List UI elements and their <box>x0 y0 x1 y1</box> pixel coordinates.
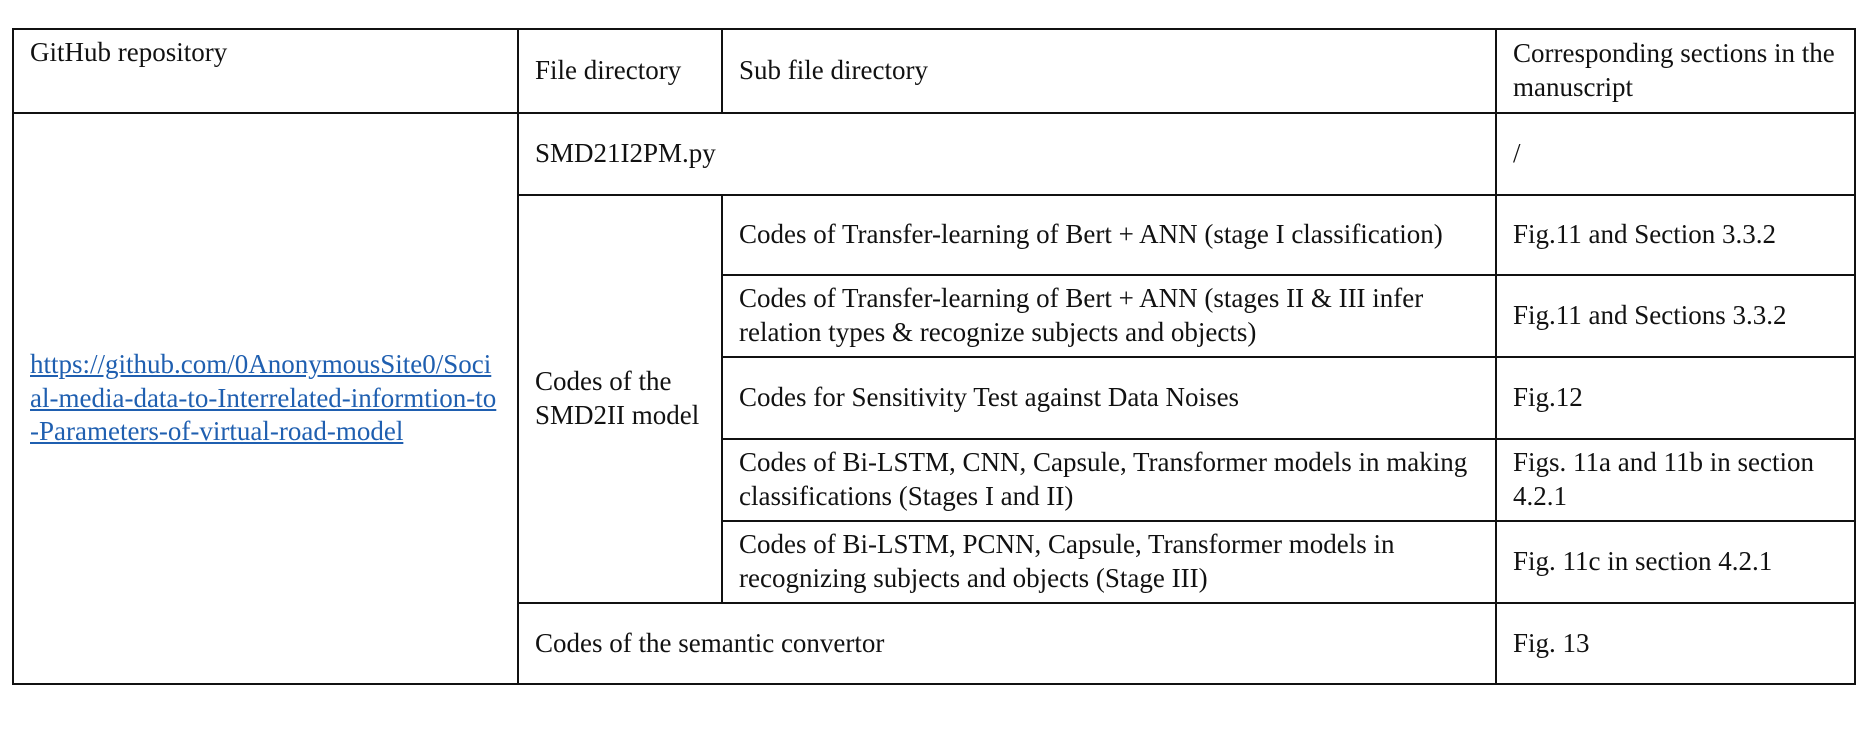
header-github-repository: GitHub repository <box>12 28 519 114</box>
sub-file-cell: Codes of Transfer-learning of Bert + ANN… <box>721 274 1497 358</box>
table-row: Codes for Sensitivity Test against Data … <box>13 356 1856 440</box>
sub-file-cell: Codes of Bi-LSTM, CNN, Capsule, Transfor… <box>721 438 1497 522</box>
sub-file-cell: Codes of Transfer-learning of Bert + ANN… <box>721 194 1497 276</box>
group-cell: Codes of the SMD2II model <box>517 194 723 604</box>
table-row: Codes of Transfer-learning of Bert + ANN… <box>13 274 1856 358</box>
table-row: Codes of Bi-LSTM, CNN, Capsule, Transfor… <box>13 438 1856 522</box>
repository-table: GitHub repository File directory Sub fil… <box>12 28 1856 685</box>
section-cell: Fig. 11c in section 4.2.1 <box>1495 520 1856 604</box>
table-row: Codes of Bi-LSTM, PCNN, Capsule, Transfo… <box>13 520 1856 604</box>
table-row: Codes of the semantic convertor Fig. 13 <box>13 602 1856 685</box>
table-row: https://github.com/0AnonymousSite0/Socia… <box>12 112 1856 685</box>
file-cell: Codes of the semantic convertor <box>517 602 1497 685</box>
header-corresponding-sections: Corresponding sections in the manuscript <box>1495 28 1856 114</box>
file-cell: SMD21I2PM.py <box>517 112 1497 196</box>
repo-link-cell: https://github.com/0AnonymousSite0/Socia… <box>12 112 519 685</box>
section-cell: Fig.11 and Section 3.3.2 <box>1495 194 1856 276</box>
section-cell: / <box>1495 112 1856 196</box>
table-row: Codes of the SMD2II model Codes of Trans… <box>13 194 1856 604</box>
section-cell: Figs. 11a and 11b in section 4.2.1 <box>1495 438 1856 522</box>
sub-file-cell: Codes of Bi-LSTM, PCNN, Capsule, Transfo… <box>721 520 1497 604</box>
header-sub-file-directory: Sub file directory <box>721 28 1497 114</box>
header-file-directory: File directory <box>517 28 723 114</box>
section-cell: Fig.11 and Sections 3.3.2 <box>1495 274 1856 358</box>
section-cell: Fig.12 <box>1495 356 1856 440</box>
sub-file-cell: Codes for Sensitivity Test against Data … <box>721 356 1497 440</box>
section-cell: Fig. 13 <box>1495 602 1856 685</box>
table-header-row: GitHub repository File directory Sub fil… <box>12 28 1856 114</box>
repo-link[interactable]: https://github.com/0AnonymousSite0/Socia… <box>30 348 497 447</box>
